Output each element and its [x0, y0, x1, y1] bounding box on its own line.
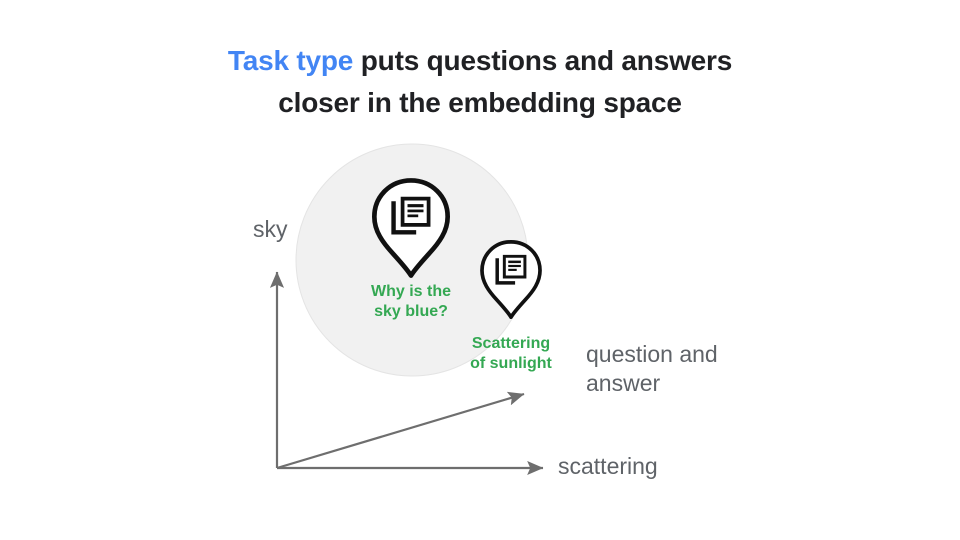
slide-title: Task type puts questions and answers clo…: [0, 40, 960, 124]
title-line-2: closer in the embedding space: [278, 87, 682, 118]
axis-label-scattering: scattering: [558, 453, 658, 479]
axis-diagonal-question-answer: [276, 391, 525, 470]
title-line-1: Task type puts questions and answers: [0, 40, 960, 82]
title-accent: Task type: [227, 45, 354, 76]
pin-question-label-line2: sky blue?: [374, 303, 448, 320]
axis-label-question-answer-line2: answer: [586, 370, 661, 396]
pin-question-label-line1: Why is the: [370, 283, 451, 300]
pin-answer-label-line1: Scattering: [471, 335, 551, 352]
axis-label-question-answer: question and answer: [586, 340, 776, 398]
axis-label-question-answer-line1: question and: [586, 341, 718, 367]
title-line-1-rest: puts questions and answers: [353, 45, 733, 76]
pin-answer-label-line2: of sunlight: [470, 355, 552, 372]
pin-answer-label: Scattering of sunlight: [448, 334, 574, 374]
pin-question-label: Why is the sky blue?: [346, 282, 476, 322]
axis-label-sky: sky: [253, 216, 288, 242]
